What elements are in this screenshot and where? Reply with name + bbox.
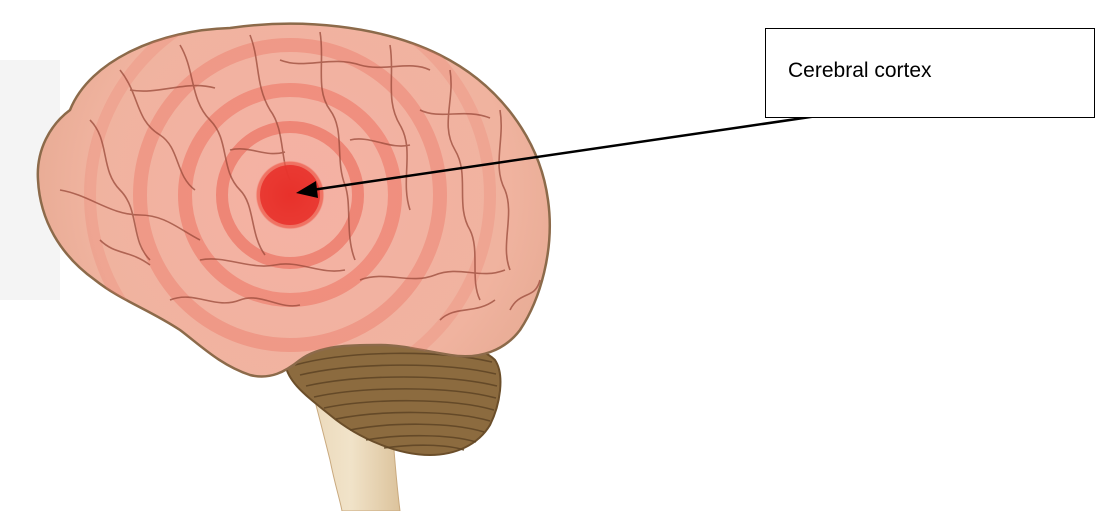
callout-box: Cerebral cortex — [765, 28, 1095, 118]
callout-label: Cerebral cortex — [788, 59, 932, 83]
cerebral-cortex — [38, 0, 550, 395]
